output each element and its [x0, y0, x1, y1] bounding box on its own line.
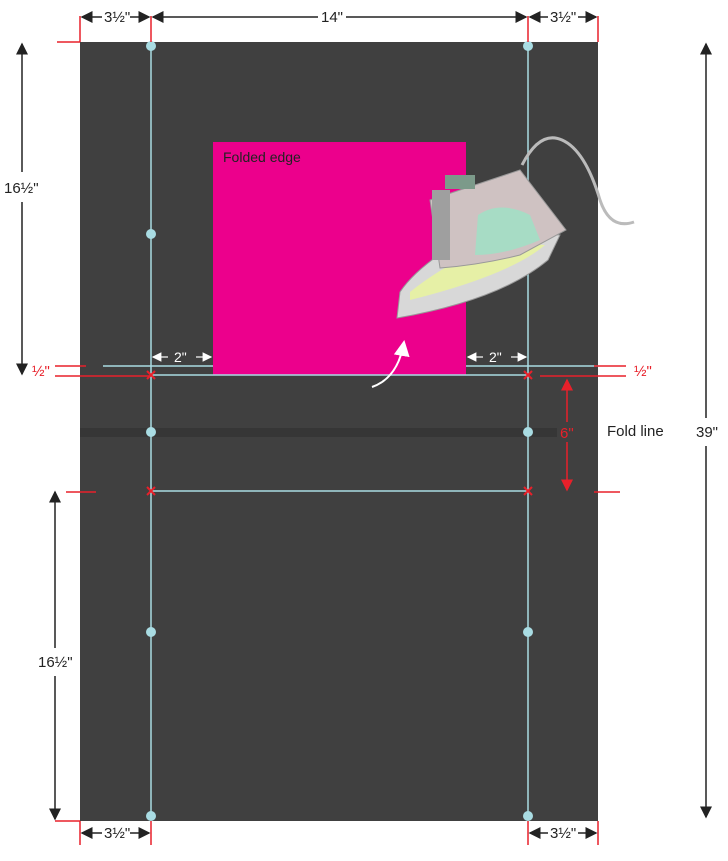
dim-right-total: 39" [696, 424, 718, 441]
fold-line-band [80, 428, 560, 437]
arrow-icon [371, 340, 410, 388]
gap-right-label: 2" [489, 349, 502, 365]
x-mark-icon [146, 370, 533, 496]
dim-top-center: 14" [321, 9, 343, 26]
dot-marker-icon [146, 41, 533, 821]
half-inch-left-label: ½" [32, 363, 50, 380]
dimension-arrows [16, 11, 712, 839]
gap-left-label: 2" [174, 349, 187, 365]
dim-bottom-left: 3½" [104, 825, 130, 842]
half-inch-right-label: ½" [634, 363, 652, 380]
iron-icon [396, 136, 635, 319]
folded-fabric [213, 142, 466, 375]
dim-left-upper: 16½" [4, 180, 39, 197]
fold-height-label: 6" [560, 425, 574, 442]
red-tick-lines [55, 16, 626, 845]
folded-edge-label: Folded edge [223, 149, 301, 165]
dim-bottom-right: 3½" [550, 825, 576, 842]
dim-top-left: 3½" [104, 9, 130, 26]
dim-left-lower: 16½" [38, 654, 73, 671]
fold-line-label: Fold line [607, 423, 664, 440]
dim-top-right: 3½" [550, 9, 576, 26]
